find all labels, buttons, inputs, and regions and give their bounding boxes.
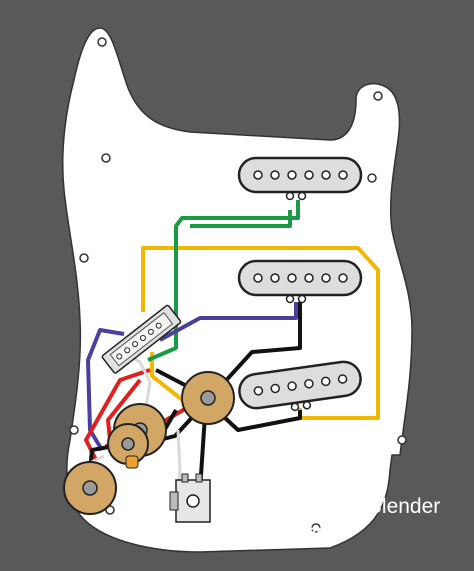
five-way-switch (101, 304, 182, 374)
wire-blue (86, 302, 298, 452)
tone-pot-2 (107, 423, 149, 465)
bridge-pickup (238, 360, 362, 412)
pickguard (62, 27, 413, 553)
volume-pot (181, 371, 235, 425)
blender-pot (63, 461, 117, 515)
output-jack (169, 473, 211, 523)
wire-green (147, 200, 300, 362)
tone-capacitor (125, 455, 139, 469)
caption-line-2: Mod Wiring (222, 521, 329, 544)
caption-line-1: Dan Armstrong Blender (222, 495, 441, 518)
neck-pickup (237, 156, 363, 201)
middle-pickup (237, 259, 363, 304)
diagram-caption: Dan Armstrong Blender Mod Wiring (222, 494, 440, 546)
